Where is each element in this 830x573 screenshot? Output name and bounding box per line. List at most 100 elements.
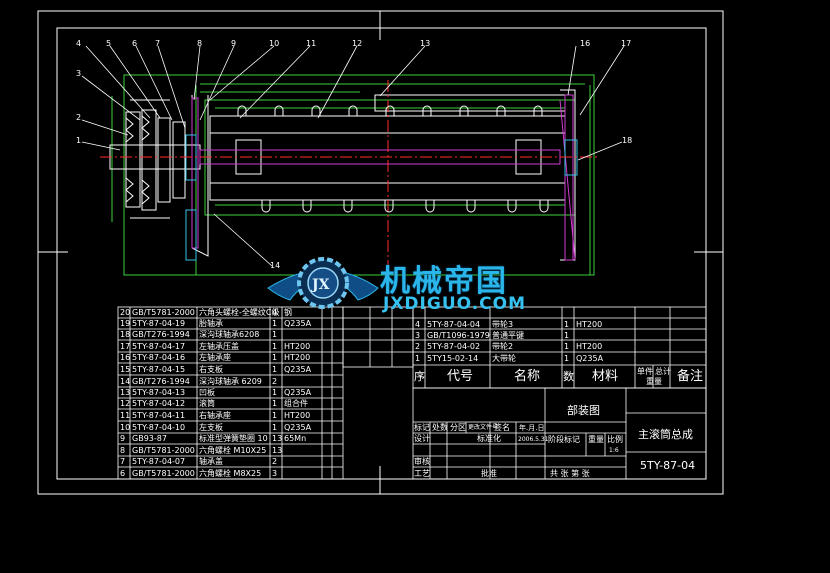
bom-name: 普通平键 bbox=[492, 331, 524, 340]
assembly-label: 部装图 bbox=[567, 404, 600, 417]
bom-qty: 1 bbox=[272, 353, 278, 362]
bom-no: 6 bbox=[120, 469, 126, 478]
bom-mat: 65Mn bbox=[284, 434, 307, 443]
bom-qty: 1 bbox=[272, 330, 278, 339]
header-weight: 重量 bbox=[646, 377, 662, 386]
header-code: 代号 bbox=[447, 369, 474, 384]
tb-change-doc: 更改文件号 bbox=[468, 424, 499, 431]
bom-qty: 1 bbox=[272, 319, 278, 328]
bom-no: 1 bbox=[415, 354, 421, 363]
bom-no: 3 bbox=[415, 331, 421, 340]
bom-mat: HT200 bbox=[576, 342, 603, 351]
bom-qty: 1 bbox=[564, 342, 570, 351]
bom-no: 19 bbox=[120, 319, 131, 328]
bom-code: 5TY-87-04-02 bbox=[427, 342, 481, 351]
tb-scale-value: 1:6 bbox=[609, 447, 619, 454]
bom-mat: Q235A bbox=[284, 365, 312, 374]
tb-stage-mark: 阶段标记 bbox=[548, 435, 580, 444]
bom-qty: 1 bbox=[272, 399, 278, 408]
bom-name: 左支板 bbox=[199, 423, 223, 432]
bom-code: GB/T5781-2000 bbox=[132, 308, 195, 317]
drum-teeth-top bbox=[237, 105, 543, 116]
header-name: 名称 bbox=[514, 369, 541, 384]
bom-name: 右轴承座 bbox=[199, 411, 231, 420]
bom-qty: 1 bbox=[564, 320, 570, 329]
header-material: 材料 bbox=[592, 369, 619, 384]
tb-weight: 重量 bbox=[588, 435, 604, 444]
bom-no: 2 bbox=[415, 342, 421, 351]
outer-border bbox=[37, 10, 724, 495]
bom-name: 六角头螺栓-全螺纹C级 bbox=[199, 308, 280, 317]
balloon-13: 13 bbox=[420, 39, 431, 48]
emblem-letters: JX bbox=[310, 277, 330, 293]
bom-code: 5TY-87-04-13 bbox=[132, 388, 186, 397]
bom-code: 5TY-87-04-04 bbox=[427, 320, 481, 329]
balloon-5: 5 bbox=[106, 39, 112, 48]
bom-no: 20 bbox=[120, 308, 131, 317]
bom-code: 5TY-87-04-15 bbox=[132, 365, 186, 374]
bom-qty: 1 bbox=[564, 354, 570, 363]
tb-date: 年.月.日 bbox=[519, 424, 545, 432]
bom-name: 左轴承座 bbox=[199, 353, 231, 362]
roller-assembly-view bbox=[81, 45, 625, 276]
header-unit-weight: 单件 bbox=[637, 367, 653, 376]
bom-name: 左轴承压盖 bbox=[199, 342, 239, 351]
bom-name: 凹板 bbox=[199, 388, 215, 397]
drawing-number: 5TY-87-04 bbox=[640, 459, 696, 472]
bom-name: 大带轮 bbox=[492, 354, 516, 363]
bom-no: 16 bbox=[120, 353, 131, 362]
bom-name: 胎轴承 bbox=[199, 319, 223, 328]
bom-qty: 1 bbox=[272, 342, 278, 351]
bom-no: 7 bbox=[120, 457, 126, 466]
header-note: 备注 bbox=[677, 369, 704, 384]
bom-qty: 1 bbox=[272, 423, 278, 432]
bom-no: 9 bbox=[120, 434, 126, 443]
bom-name: 带轮2 bbox=[492, 342, 514, 351]
header-total-weight: 总计 bbox=[655, 367, 671, 376]
tb-process: 工艺 bbox=[414, 469, 430, 478]
bom-code: GB93-87 bbox=[132, 434, 167, 443]
bom-table-grid bbox=[117, 306, 707, 480]
bom-no: 12 bbox=[120, 399, 131, 408]
tb-mark: 标记 bbox=[414, 423, 430, 432]
watermark-title: 机械帝国 bbox=[380, 264, 508, 299]
bom-mat: Q235A bbox=[284, 388, 312, 397]
bom-name: 右支板 bbox=[199, 365, 223, 374]
bom-code: 5TY-87-04-16 bbox=[132, 353, 186, 362]
header-no: 序 bbox=[414, 370, 425, 383]
balloon-17: 17 bbox=[621, 39, 632, 48]
bom-no: 17 bbox=[120, 342, 131, 351]
balloon-16: 16 bbox=[580, 39, 591, 48]
bom-mat: 钢 bbox=[284, 308, 292, 317]
bom-code: 5TY-87-04-11 bbox=[132, 411, 186, 420]
tb-review: 审核 bbox=[414, 457, 430, 466]
balloon-3: 3 bbox=[76, 69, 82, 78]
bom-name: 轴承盖 bbox=[199, 457, 223, 466]
bom-code: GB/T5781-2000 bbox=[132, 446, 195, 455]
bom-mat: Q235A bbox=[284, 423, 312, 432]
bom-code: 5TY-87-04-10 bbox=[132, 423, 186, 432]
bom-no: 13 bbox=[120, 388, 131, 397]
bom-code: 5TY-87-04-12 bbox=[132, 399, 186, 408]
tb-zone: 分区 bbox=[450, 423, 466, 432]
bom-no: 11 bbox=[120, 411, 131, 420]
tb-standardize: 标准化 bbox=[477, 434, 501, 443]
bom-name: 深沟球轴承 6209 bbox=[199, 377, 262, 386]
header-qty: 数 bbox=[563, 370, 574, 383]
centering-marks bbox=[38, 11, 723, 494]
balloon-7: 7 bbox=[155, 39, 161, 48]
bom-code: 5TY-87-04-19 bbox=[132, 319, 186, 328]
bom-no: 18 bbox=[120, 330, 131, 339]
bom-no: 14 bbox=[120, 377, 131, 386]
tb-sheets: 共 张 第 张 bbox=[550, 469, 590, 478]
watermark-emblem: JX bbox=[267, 257, 379, 309]
bom-code: 5TY15-02-14 bbox=[427, 354, 479, 363]
inner-border bbox=[56, 27, 707, 480]
tb-design: 设计 bbox=[414, 434, 430, 443]
bom-code: GB/T5781-2000 bbox=[132, 469, 195, 478]
bom-code: 5TY-87-04-17 bbox=[132, 342, 186, 351]
tb-sign: 签名 bbox=[494, 423, 510, 432]
tb-date-value: 2006.5.31 bbox=[518, 436, 549, 443]
bom-qty: 1 bbox=[272, 365, 278, 374]
